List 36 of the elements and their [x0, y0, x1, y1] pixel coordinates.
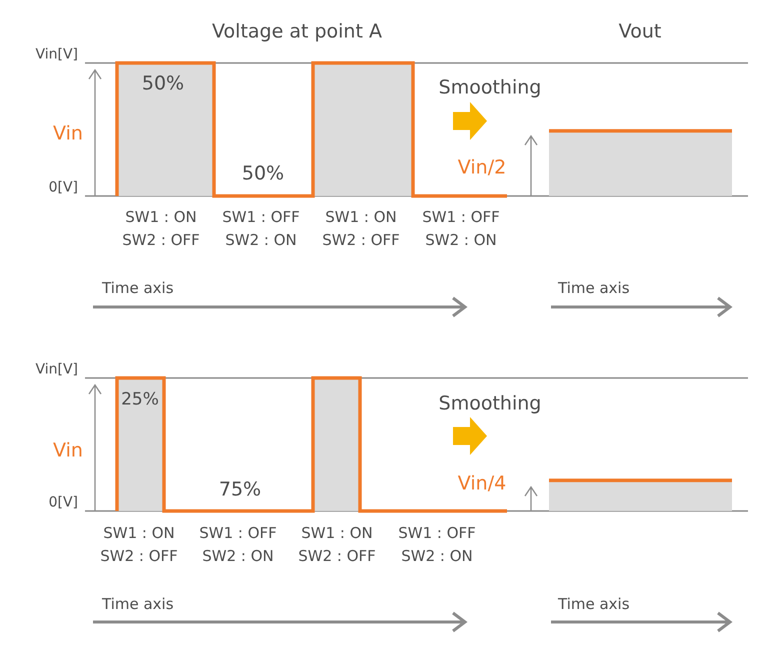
label-text: Time axis [102, 280, 174, 296]
label-text: SW1 : OFF [398, 524, 476, 542]
label-text: 75% [218, 480, 262, 500]
label-text: Smoothing [438, 394, 542, 414]
label-text: SW2 : OFF [322, 232, 400, 248]
label-text: Smoothing [438, 78, 542, 98]
label-text: SW1 : OFF [422, 208, 500, 226]
label-text: Vin/2 [458, 158, 506, 178]
label-text: Vin [53, 440, 83, 462]
label-text: SW2 : ON [425, 232, 497, 248]
label-text: SW2 : ON [202, 548, 274, 564]
label-text: Vin/4 [458, 474, 506, 494]
label-text: 50% [142, 74, 184, 94]
label-text: Time axis [558, 280, 630, 296]
label-text: SW2 : OFF [298, 548, 376, 564]
label-text: SW1 : OFF [199, 524, 277, 542]
label-text: Time axis [102, 596, 174, 612]
label-text: SW2 : OFF [100, 548, 178, 564]
label-text: SW2 : ON [225, 232, 297, 248]
label-text: SW2 : OFF [122, 232, 200, 248]
label-text: 0[V] [48, 180, 78, 196]
chart-title: Voltage at point A [212, 22, 382, 42]
label-text: 0[V] [48, 495, 78, 511]
label-text: SW1 : ON [103, 524, 175, 542]
label-text: 50% [242, 164, 284, 184]
label-text: Vin[V] [35, 362, 78, 378]
label-text: Vin[V] [35, 47, 78, 63]
label-text: Time axis [558, 596, 630, 612]
label-text: SW2 : ON [401, 548, 473, 564]
label-text: SW1 : ON [125, 208, 197, 226]
label-text: Vin [53, 124, 83, 144]
label-text: SW1 : ON [301, 524, 373, 542]
label-text: Vout [618, 22, 662, 42]
label-text: 25% [121, 390, 159, 410]
label-text: SW1 : OFF [222, 208, 300, 226]
label-text: SW1 : ON [325, 208, 397, 226]
